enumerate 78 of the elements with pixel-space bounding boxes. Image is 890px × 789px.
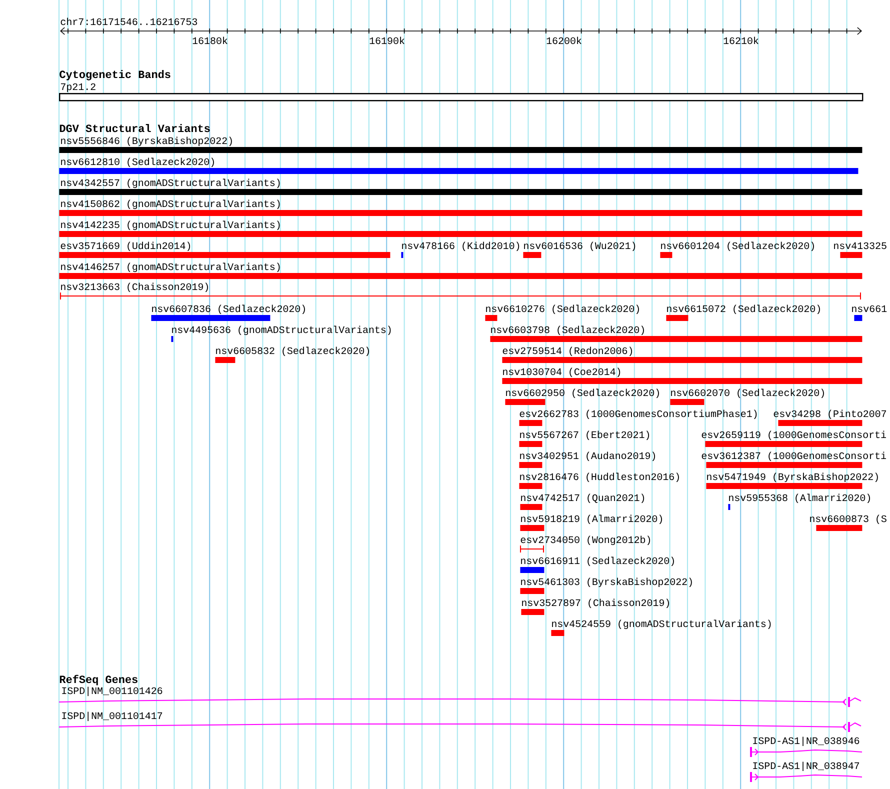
variant-bar [840, 252, 862, 258]
variant-label: nsv6605832 (Sedlazeck2020) [216, 346, 369, 356]
gene-model [58, 697, 862, 707]
variant-label: nsv6603798 (Sedlazeck2020) [491, 326, 644, 336]
variant-label: nsv6615072 (Sedlazeck2020) [667, 304, 820, 314]
gene-label: ISPD-AS1|NR_038947 [753, 762, 860, 772]
gene-model [750, 772, 862, 782]
variant-bar [59, 189, 862, 195]
variant-label: esv2759514 (Redon2006) [502, 346, 632, 356]
variant-label: nsv3527897 (Chaisson2019) [522, 598, 669, 608]
variant-bar [666, 315, 688, 321]
variant-bar [523, 252, 542, 258]
variant-label: nsv3402951 (Audano2019) [520, 452, 656, 462]
tick-label: 16180k [192, 36, 228, 44]
gene-model [58, 722, 862, 732]
variant-label: nsv4495636 (gnomADStructuralVariants) [172, 326, 391, 336]
variant-label: nsv4146257 (gnomADStructuralVariants) [61, 262, 280, 272]
variant-bar [60, 292, 861, 300]
variant-label: nsv4150862 (gnomADStructuralVariants) [61, 200, 280, 210]
tick-label: 16190k [370, 36, 404, 44]
variant-label: nsv6612810 (Sedlazeck2020) [61, 158, 214, 168]
variant-bar [171, 336, 174, 342]
gene-model [750, 747, 862, 757]
variant-label: nsv6616911 (Sedlazeck2020) [521, 556, 674, 566]
variant-bar [59, 147, 862, 153]
variant-label: esv3612387 (1000GenomesConsorti [702, 452, 886, 462]
variant-label: nsv5556846 (ByrskaBishop2022) [61, 136, 232, 146]
variant-bar [59, 273, 862, 279]
variant-label: nsv413325 [834, 242, 886, 250]
track-title: RefSeq Genes [60, 674, 138, 686]
variant-bar [401, 252, 404, 258]
variant-label: nsv5461303 (ByrskaBishop2022) [521, 578, 692, 588]
variant-label: nsv5567267 (Ebert2021) [520, 430, 650, 440]
track-title: Cytogenetic Bands [60, 70, 170, 80]
variant-bar [490, 336, 862, 342]
variant-label: esv2662783 (1000GenomesConsortiumPhase1) [520, 410, 757, 420]
variant-bar [59, 168, 858, 174]
variant-label: nsv6607836 (Sedlazeck2020) [152, 304, 305, 314]
variant-label: nsv478166 (Kidd2010) [402, 242, 520, 252]
variant-label: nsv4342557 (gnomADStructuralVariants) [61, 178, 280, 188]
variant-bar [151, 315, 270, 321]
variant-label: nsv5471949 (ByrskaBishop2022) [707, 472, 878, 482]
variant-bar [660, 252, 672, 258]
variant-label: nsv6601204 (Sedlazeck2020) [661, 242, 814, 252]
variant-label: esv3571669 (Uddin2014) [60, 242, 190, 252]
variant-bar [854, 315, 862, 321]
ruler-label: chr7:16171546..16216753 [60, 18, 198, 26]
variant-bar [59, 210, 862, 216]
band-box [59, 93, 864, 102]
variant-label: esv34298 (Pinto2007 [774, 410, 886, 420]
variant-label: nsv6602950 (Sedlazeck2020) [506, 388, 659, 398]
variant-bar [520, 545, 544, 553]
gene-label: ISPD|NM_001101417 [62, 712, 162, 722]
variant-bar [485, 315, 498, 321]
gene-label: ISPD-AS1|NR_038946 [753, 736, 860, 746]
band-label: 7p21.2 [60, 83, 96, 92]
variant-label: nsv6602070 (Sedlazeck2020) [671, 388, 824, 398]
variant-label: esv2734050 (Wong2012b) [520, 536, 650, 546]
variant-bar [59, 252, 390, 258]
track-title: DGV Structural Variants [60, 124, 210, 132]
variant-label: nsv4142235 (gnomADStructuralVariants) [61, 220, 280, 230]
variant-label: nsv2816476 (Huddleston2016) [520, 472, 679, 482]
variant-label: nsv3213663 (Chaisson2019) [61, 282, 208, 292]
variant-label: nsv6016536 (Wu2021) [524, 242, 636, 252]
variant-label: nsv6600873 (S [810, 514, 886, 524]
variant-label: nsv4524559 (gnomADStructuralVariants) [552, 620, 771, 630]
tick-label: 16200k [546, 36, 582, 44]
variant-label: nsv661 [852, 305, 887, 312]
tick-label: 16210k [724, 36, 758, 44]
variant-label: nsv4742517 (Quan2021) [521, 494, 644, 504]
variant-label: nsv5918219 (Almarri2020) [521, 514, 662, 524]
variant-label: nsv6610276 (Sedlazeck2020) [486, 304, 639, 314]
variant-label: nsv1030704 (Coe2014) [503, 368, 620, 378]
variant-bar [728, 504, 730, 510]
variant-bar [59, 231, 862, 237]
variant-label: nsv5955368 (Almarri2020) [729, 494, 870, 504]
variant-label: esv2659119 (1000GenomesConsorti [702, 430, 886, 440]
gene-label: ISPD|NM_001101426 [62, 686, 162, 696]
